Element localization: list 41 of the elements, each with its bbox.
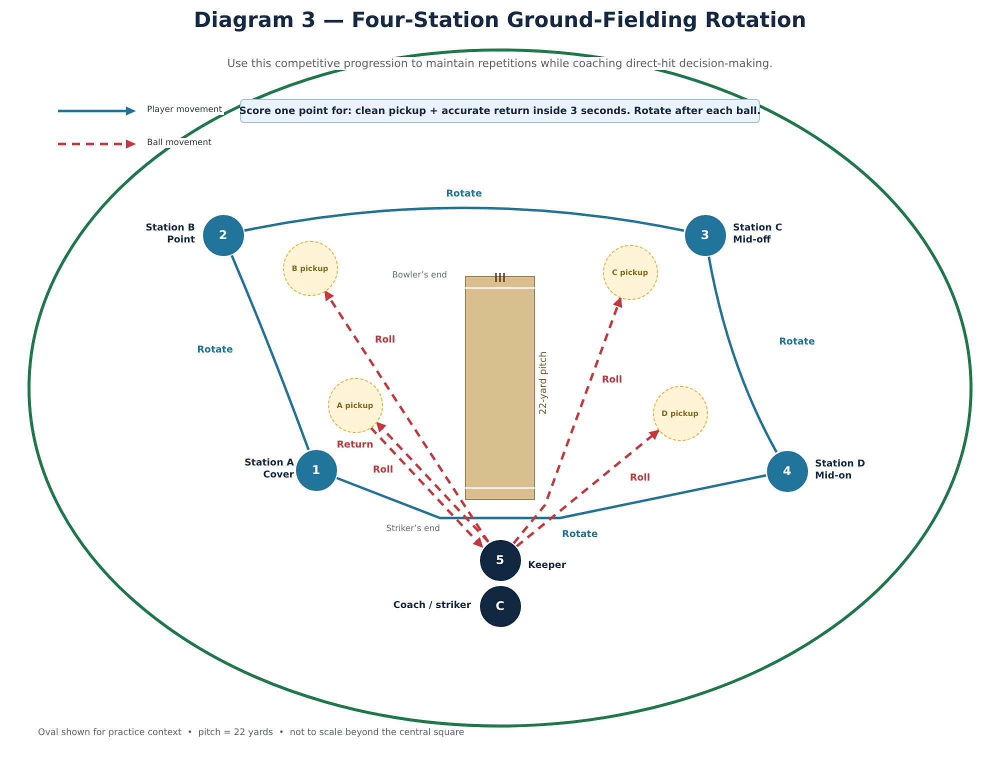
player-label: Coach / striker [393,600,471,612]
pitch-length-label: 22-yard pitch [538,351,549,415]
ball-path-arrow [370,426,484,548]
movement-path [244,206,684,232]
station-label: Station D Mid-on [815,458,866,484]
pickup-zone [328,378,382,432]
pitch-end-label: Bowler’s end [392,270,447,282]
ball-path-arrow [376,422,490,542]
footnote: Oval shown for practice context • pitch = 22 yards • not to scale beyond the central square [38,728,464,738]
station-label: Station C Mid-off [733,222,784,248]
edge-label: Return [334,440,376,450]
movement-path [230,254,310,450]
station-label: Station B Point [144,222,195,248]
legend-label: Ball movement [145,138,214,148]
edge-label: Rotate [777,336,817,348]
movement-label: Rotate [560,529,600,540]
marker-number: 4 [782,464,792,478]
station-label: Station A Cover [243,458,294,482]
marker-number: 3 [700,228,710,242]
movement-path [708,256,778,453]
legend-label: Player movement [145,105,224,115]
ball-path-arrow [324,290,490,543]
edge-label: Roll [372,334,398,346]
ball-path-arrow [512,296,622,544]
edge-label: Rotate [195,344,235,356]
marker-number: 2 [218,228,228,242]
scoring-note: Score one point for: clean pickup + accurate return inside 3 seconds. Rotate after each ball. [240,99,760,123]
ball-path-arrow [516,429,660,548]
title: Diagram 3 — Four-Station Ground-Fielding Rotation [192,8,808,32]
movement-path [336,474,766,520]
player-label: Keeper [528,560,566,572]
pickup-zone [652,386,708,440]
marker-number: C [496,599,504,613]
pitch-end-label: Striker’s end [386,524,440,534]
edge-label: Roll [628,472,652,484]
player-marker [478,538,522,582]
edge-label: Roll [370,464,396,476]
marker-number: 5 [496,553,504,567]
marker-number: 1 [312,463,320,477]
edge-label: Rotate [444,188,484,200]
edge-label: Roll [600,374,624,386]
